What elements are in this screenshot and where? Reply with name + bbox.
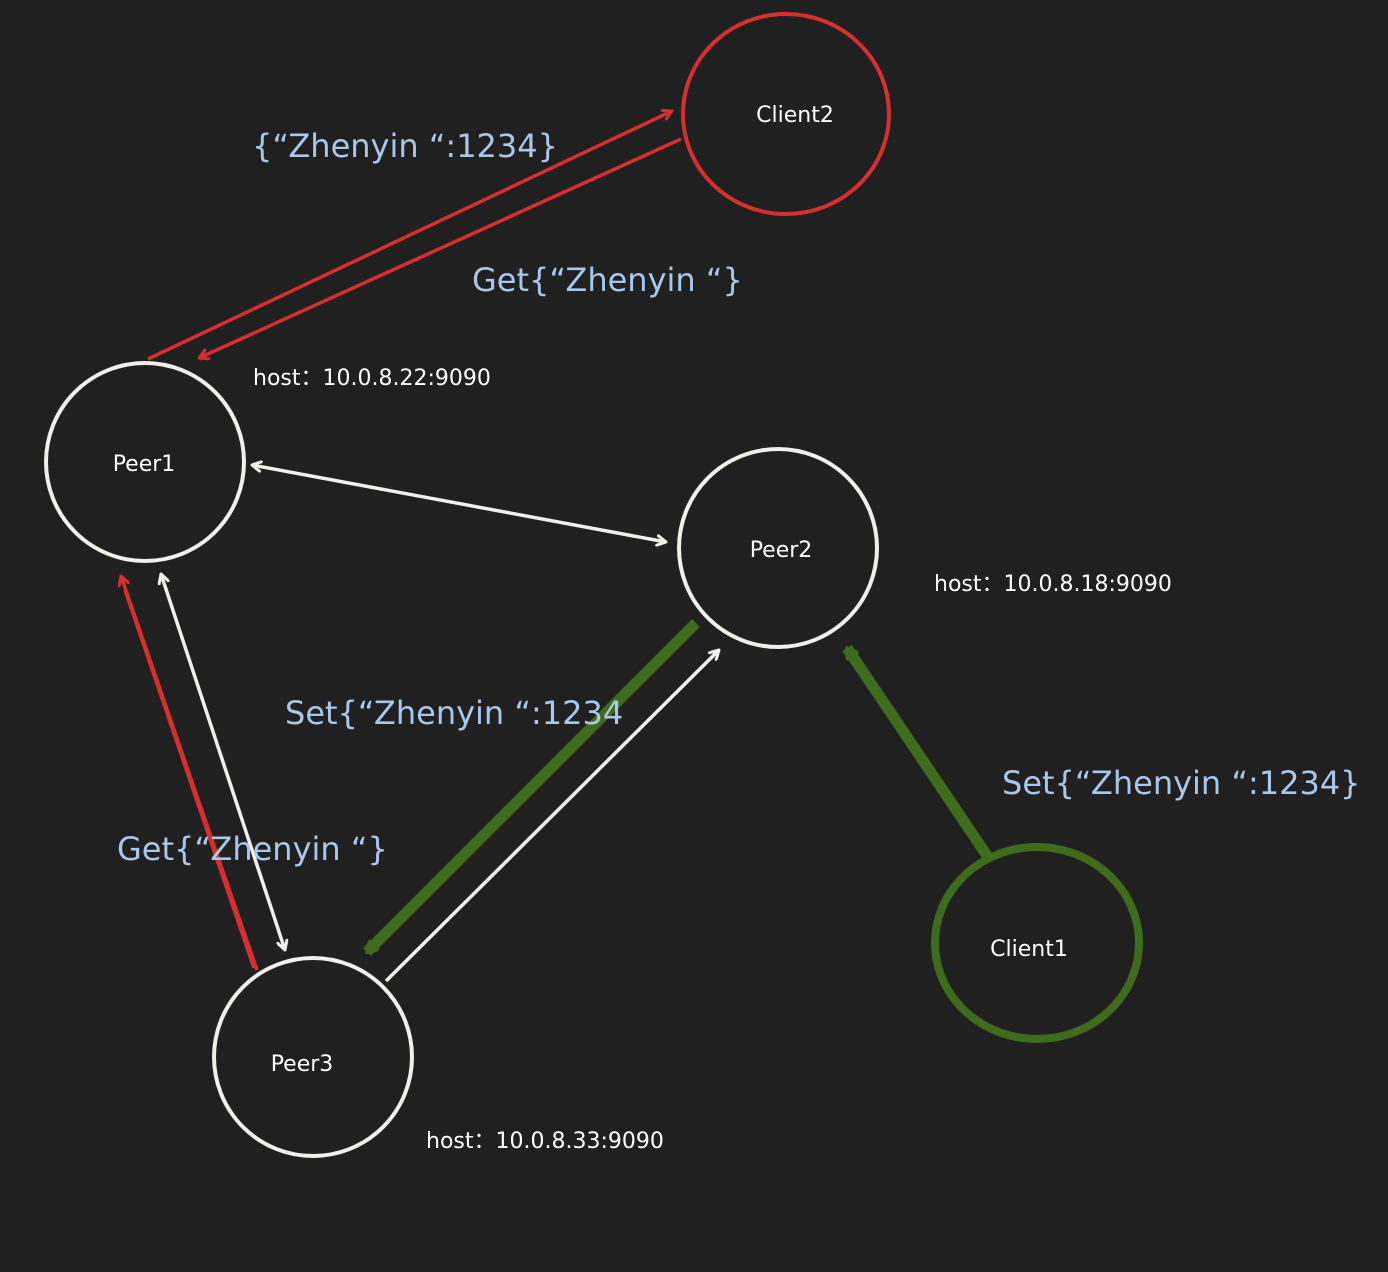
node-peer2[interactable]: Peer2	[677, 447, 879, 649]
peer-set-message: Set{“Zhenyin “:1234	[285, 694, 623, 732]
client2-value-message: {“Zhenyin “:1234}	[252, 127, 558, 165]
node-peer1[interactable]: Peer1	[44, 361, 246, 563]
node-peer3[interactable]: Peer3	[212, 956, 414, 1158]
peer2-host-label: host：10.0.8.18:9090	[934, 572, 1172, 597]
client1-set-message: Set{“Zhenyin “:1234}	[1002, 764, 1361, 802]
edge-peer1-peer2	[252, 465, 666, 542]
edge-client1-to-peer2	[842, 644, 993, 861]
client2-get-message: Get{“Zhenyin “}	[472, 261, 743, 299]
edge-peer1-to-peer3-red	[123, 589, 256, 969]
peer1-host-label: host：10.0.8.22:9090	[253, 366, 491, 391]
node-client2[interactable]: Client2	[681, 12, 891, 216]
edge-peer2-to-peer3	[363, 619, 700, 956]
node-client1-label: Client1	[990, 937, 1068, 962]
node-client1[interactable]: Client1	[931, 843, 1143, 1043]
node-peer2-label: Peer2	[750, 538, 813, 563]
node-peer1-label: Peer1	[113, 452, 176, 477]
peer-get-message: Get{“Zhenyin “}	[117, 830, 388, 868]
peer3-host-label: host：10.0.8.33:9090	[426, 1129, 664, 1154]
node-client2-label: Client2	[756, 103, 834, 128]
node-peer3-label: Peer3	[271, 1052, 334, 1077]
edge-peer1-peer3	[161, 574, 285, 950]
edge-client2-to-peer1	[199, 137, 682, 358]
edge-peer1-to-client2	[147, 111, 672, 361]
edge-peer3-to-peer2	[384, 650, 719, 983]
